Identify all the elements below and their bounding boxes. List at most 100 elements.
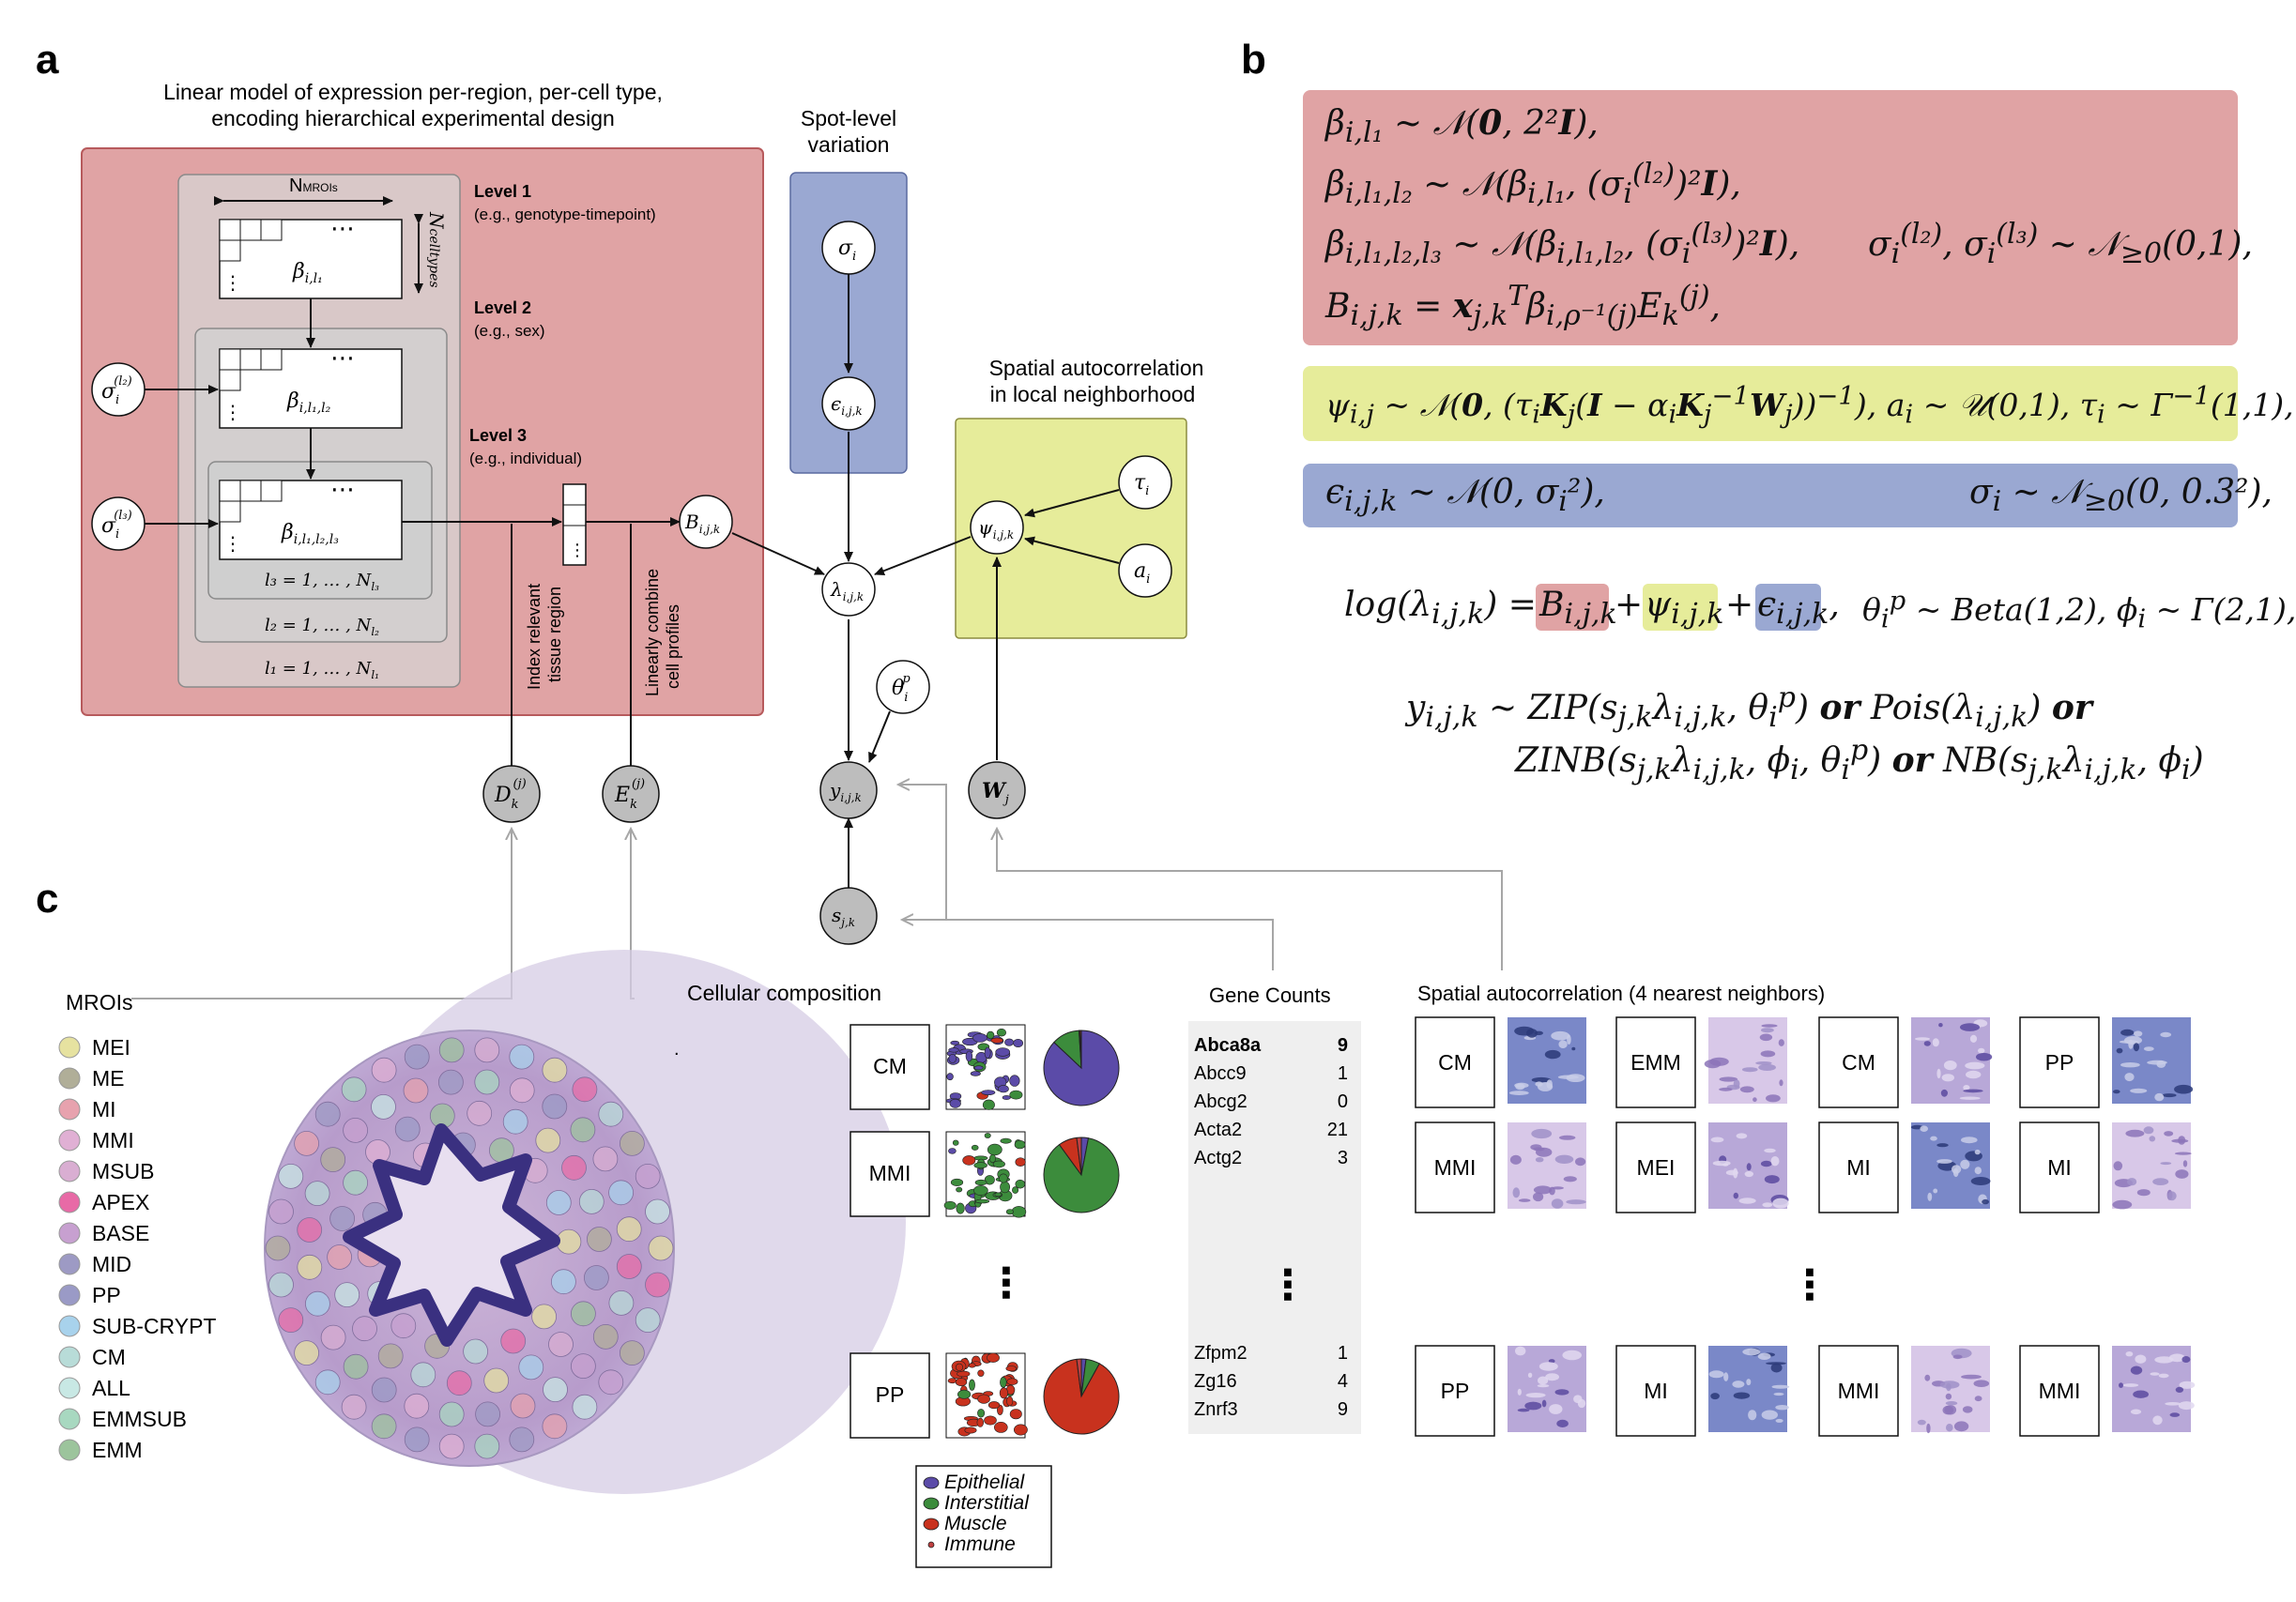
mroi-spot — [304, 1181, 330, 1206]
gene-count: 0 — [1338, 1091, 1348, 1112]
gene-name: Acta2 — [1194, 1120, 1242, 1140]
cell-row: CM — [850, 1024, 1120, 1110]
range-level1: l₁ = 1, … , Nl₁ — [265, 659, 379, 681]
histology-patch — [1508, 1017, 1586, 1104]
mroi-spot — [500, 1328, 527, 1354]
mroi-legend-item: EMMSUB — [58, 1407, 187, 1431]
mroi-spot — [542, 1057, 568, 1083]
region-label: PP — [876, 1382, 905, 1407]
level1-example: (e.g., genotype-timepoint) — [474, 206, 656, 223]
mroi-spot — [467, 1100, 493, 1126]
level2-matrix: ⋯ ⋮ βi,l₁,l₂ — [219, 344, 403, 429]
mroi-spot — [446, 1370, 472, 1396]
beta-level3: βi,l₁,l₂,l₃ — [281, 521, 339, 547]
neighbor-cell: CM — [1415, 1016, 1586, 1108]
mroi-spot — [571, 1301, 596, 1327]
equation-log-lambda: log(λi,j,k) = — [1344, 586, 1537, 632]
mroi-spot — [592, 1324, 619, 1350]
mroi-legend-item: ME — [58, 1066, 125, 1091]
stray-dot: . — [674, 1039, 680, 1060]
neighbor-region-box — [1415, 1345, 1495, 1437]
mroi-spot — [377, 1343, 404, 1369]
mroi-spot — [608, 1180, 634, 1206]
svg-text:σi(l₃): σi(l₃) — [101, 509, 132, 542]
mroi-spot — [403, 1077, 429, 1104]
neighbor-cell: EMM — [1615, 1016, 1787, 1108]
svg-text:⋮: ⋮ — [223, 271, 242, 294]
mroi-spot — [343, 1169, 369, 1196]
mroi-legend-item: MI — [58, 1097, 116, 1121]
mroi-spot — [320, 1324, 346, 1350]
mroi-spot — [474, 1037, 500, 1063]
legend-swatch — [58, 1284, 81, 1306]
legend-label: ALL — [92, 1376, 130, 1400]
equation-beta-l2: βi,l₁,l₂ ~ 𝒩(βi,l₁, (σi(l₂))²I), — [1325, 158, 1741, 211]
mroi-spot — [483, 1367, 510, 1394]
mroi-spot — [390, 1313, 417, 1339]
prior-block-yellow — [1303, 366, 2238, 441]
histology-patch — [1910, 1122, 1991, 1209]
level3-example: (e.g., individual) — [469, 450, 582, 467]
svg-text:⋯: ⋯ — [330, 476, 355, 504]
svg-text:ai: ai — [1134, 559, 1150, 587]
legend-label: APEX — [92, 1190, 149, 1214]
equation-beta-l3: βi,l₁,l₂,l₃ ~ 𝒩(βi,l₁,l₂, (σi(l₃))²I), — [1325, 218, 1800, 271]
histology-patch — [2112, 1017, 2194, 1104]
composition-pie — [1043, 1030, 1120, 1106]
node-y: yi,j,k — [819, 761, 878, 819]
mroi-spot — [475, 1401, 500, 1427]
region-label: CM — [873, 1054, 907, 1078]
svg-text:ψi,j,k: ψi,j,k — [978, 516, 1014, 542]
svg-text:⋯: ⋯ — [330, 215, 355, 243]
mroi-spot — [265, 1235, 291, 1261]
mrois-title: MROIs — [66, 990, 133, 1015]
equation-log-eps: ϵi,j,k, — [1757, 586, 1840, 632]
svg-text:Wj: Wj — [982, 779, 1009, 807]
mroi-spot — [314, 1369, 341, 1396]
tissue-image — [264, 950, 906, 1494]
histology-patch — [1911, 1017, 1993, 1104]
mroi-legend-item: MID — [58, 1252, 131, 1276]
cell-legend-swatch — [923, 1497, 940, 1510]
spot-level-title-line2: variation — [808, 132, 890, 157]
neighbor-cell: CM — [1818, 1016, 1993, 1108]
histology-patch — [1708, 1122, 1789, 1209]
cellular-composition-rows: CM MMI PP — [850, 1024, 1120, 1439]
mroi-legend-item: CM — [58, 1345, 126, 1369]
level2-example: (e.g., sex) — [474, 322, 545, 340]
mroi-spot — [404, 1393, 430, 1419]
panel-c: . MROIs MEIMEMIMMIMSUBAPEXBASEMIDPPSUB-C… — [58, 950, 2196, 1568]
region-label-box — [850, 1024, 930, 1110]
histology-patch — [1508, 1122, 1586, 1209]
mroi-spot — [371, 1094, 396, 1120]
segmentation-thumbnail — [945, 1024, 1026, 1110]
legend-swatch — [58, 1129, 81, 1152]
cell-row: MMI — [850, 1131, 1120, 1218]
mroi-spot — [341, 1076, 367, 1103]
mroi-spot — [648, 1235, 674, 1261]
mroi-legend: MEIMEMIMMIMSUBAPEXBASEMIDPPSUB-CRYPTCMAL… — [58, 1035, 217, 1462]
neighbor-region-box — [2019, 1121, 2100, 1213]
mroi-spot — [616, 1254, 642, 1279]
neighbor-cell: PP — [1415, 1345, 1586, 1437]
mroi-legend-item: MEI — [58, 1035, 130, 1060]
legend-label: MSUB — [92, 1159, 154, 1183]
svg-text:Dk(j): Dk(j) — [494, 777, 527, 812]
node-sigma: σi — [821, 221, 876, 275]
neighbor-region-label: MEI — [1637, 1155, 1676, 1180]
equation-psi: ψi,j ~ 𝒩(0, (τiKj(I − αiKj−1Wj))−1), ai … — [1325, 381, 2294, 430]
mroi-spot — [474, 1433, 500, 1459]
mroi-spot — [371, 1413, 397, 1440]
mroi-spot — [548, 1332, 574, 1357]
region-label-box — [850, 1131, 930, 1217]
mroi-spot — [394, 1116, 421, 1142]
mroi-spot — [268, 1198, 294, 1225]
mroi-spot — [518, 1354, 544, 1381]
svg-text:⋯: ⋯ — [330, 344, 355, 373]
svg-text:σi: σi — [838, 236, 856, 264]
node-a: ai — [1118, 543, 1172, 598]
mroi-spot — [616, 1216, 642, 1243]
equation-B: Bi,j,k = xj,kTβi,ρ⁻¹(j)Ek(j), — [1325, 280, 1721, 333]
